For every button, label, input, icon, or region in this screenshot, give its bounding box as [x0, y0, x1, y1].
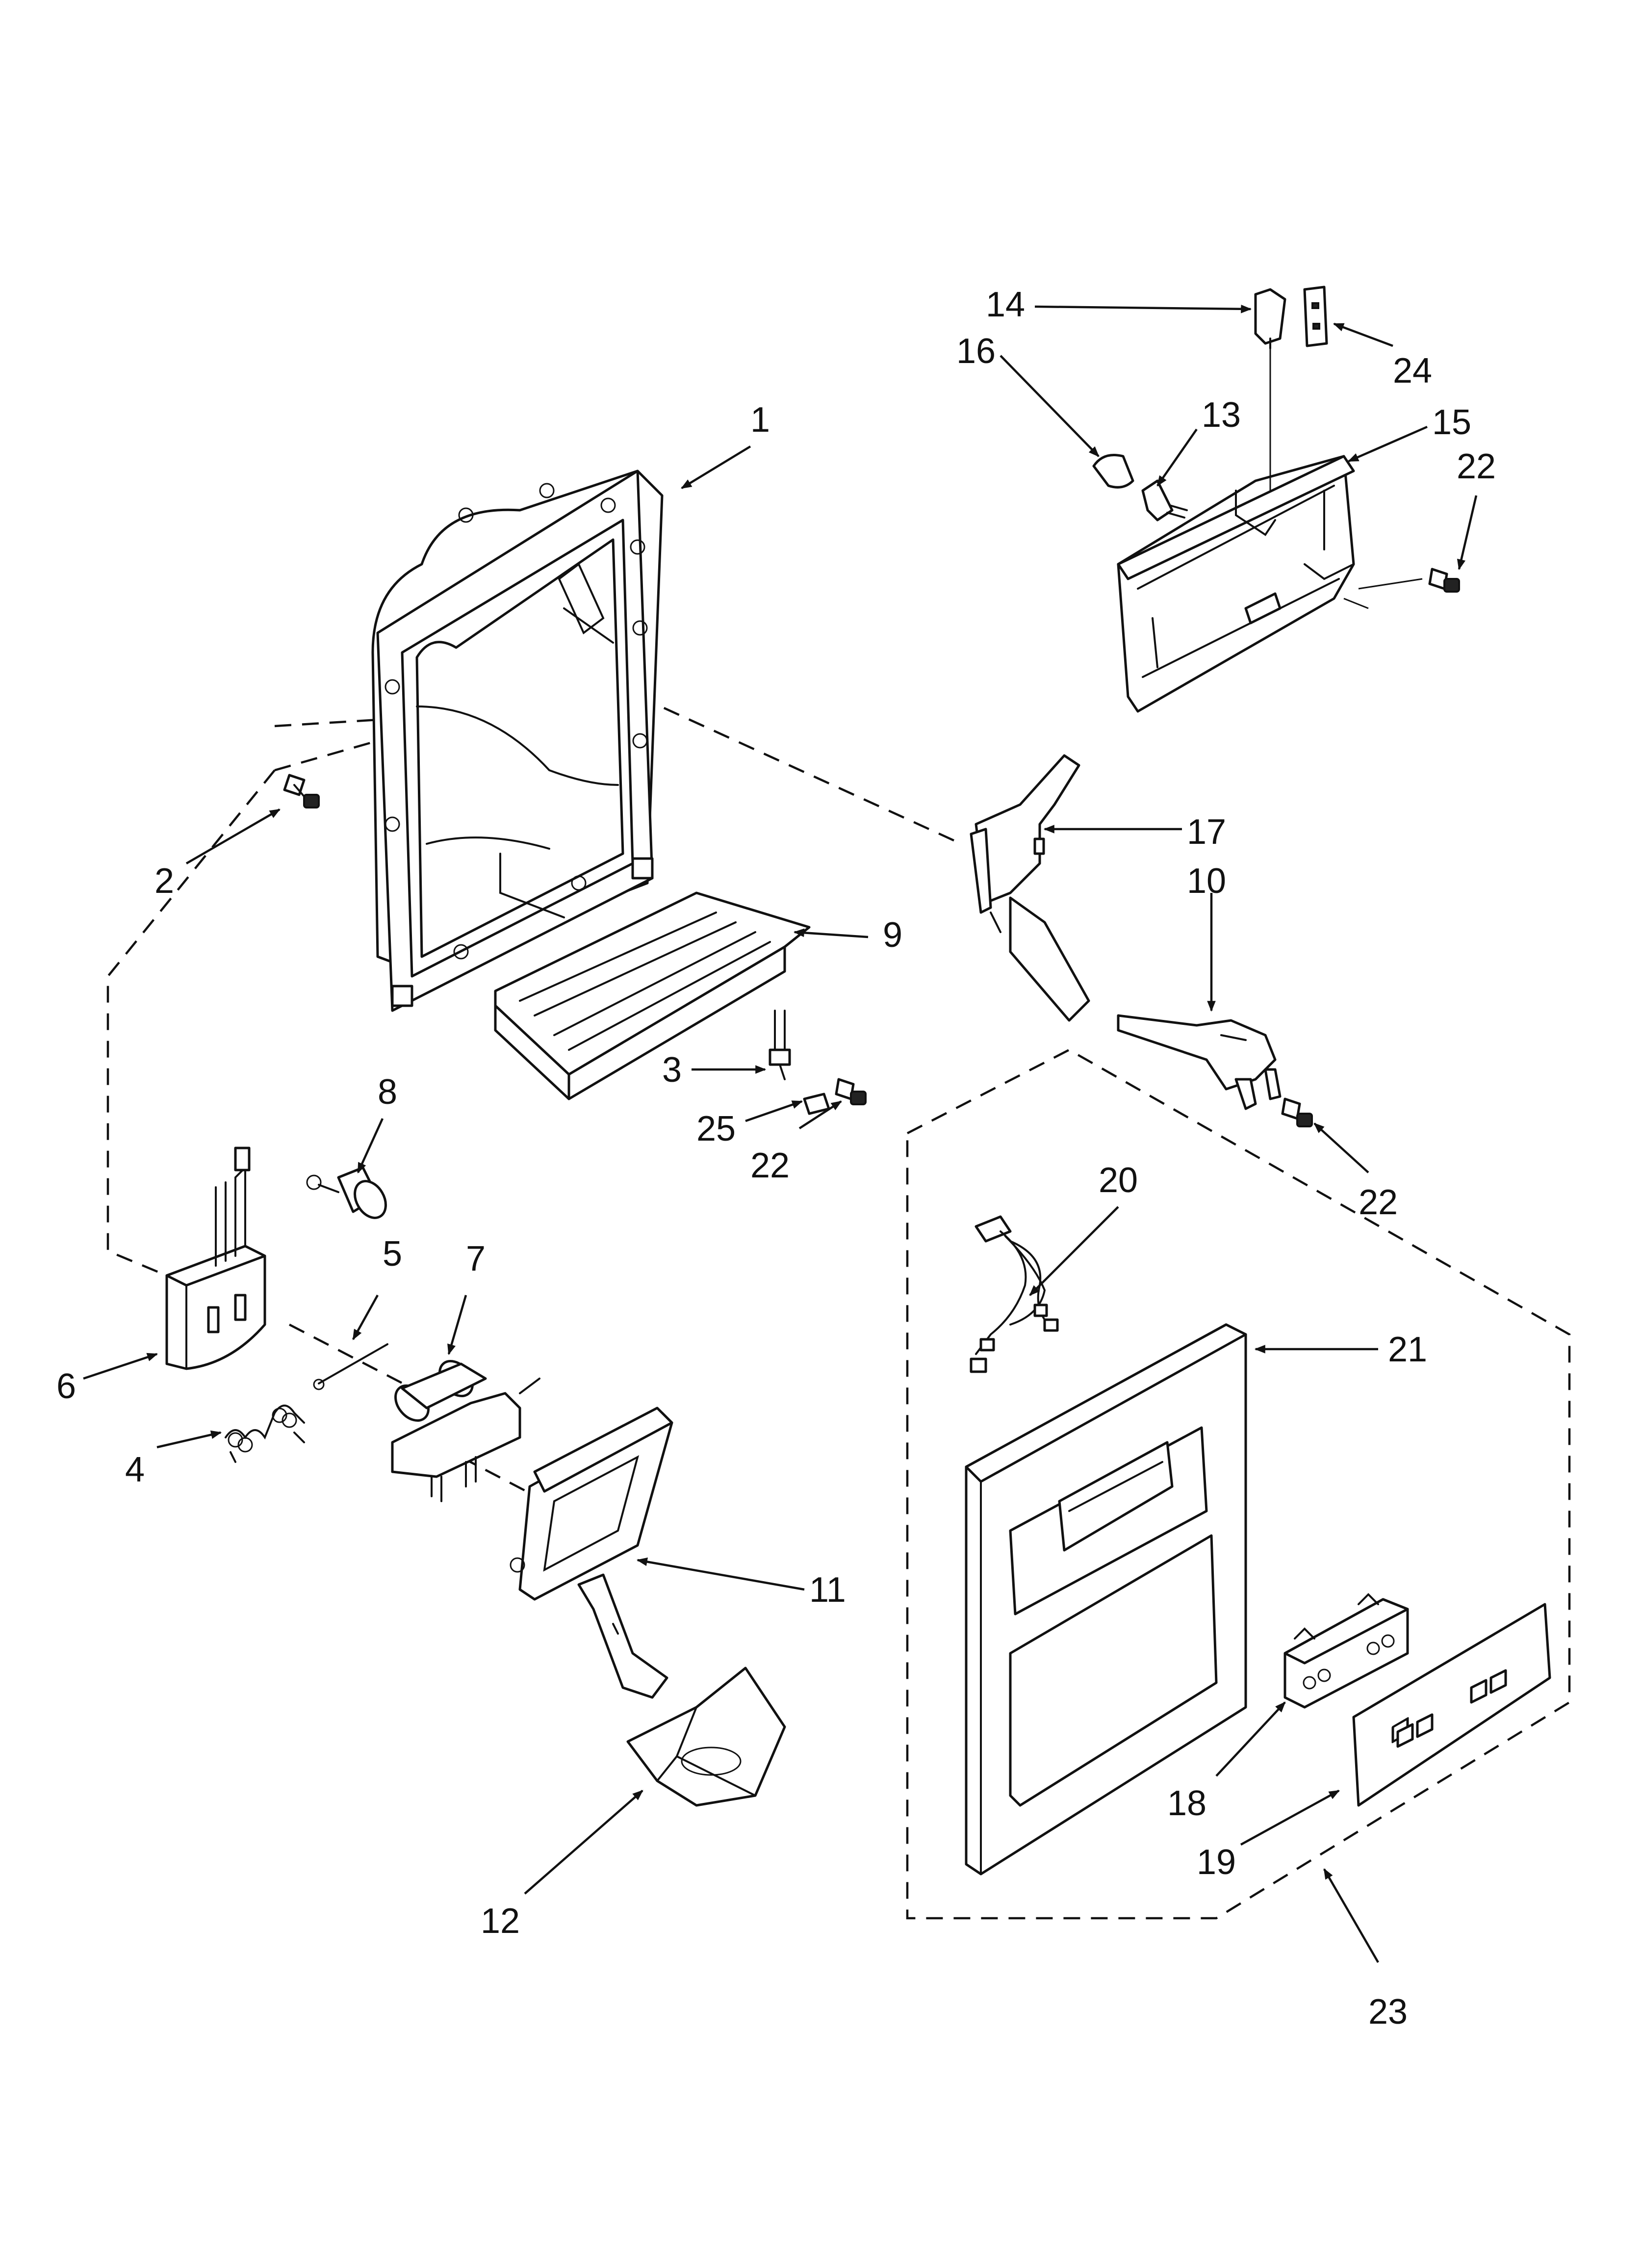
- clip-3[interactable]: [769, 1010, 791, 1080]
- callout-1[interactable]: 1: [750, 400, 770, 440]
- callout-21[interactable]: 21: [1388, 1330, 1427, 1369]
- callout-7[interactable]: 7: [466, 1239, 486, 1278]
- callout-19[interactable]: 19: [1197, 1843, 1236, 1882]
- callout-11[interactable]: 11: [809, 1570, 846, 1610]
- pin-5[interactable]: [313, 1343, 388, 1390]
- dispenser-housing[interactable]: [371, 469, 664, 1012]
- actuator-arm-11[interactable]: [510, 1407, 673, 1699]
- solenoid-6[interactable]: [165, 1147, 266, 1370]
- lever-arm-10[interactable]: [1117, 1014, 1282, 1110]
- callout-22-left[interactable]: 22: [750, 1146, 790, 1185]
- callout-13[interactable]: 13: [1202, 395, 1241, 435]
- callout-22-right[interactable]: 22: [1359, 1183, 1398, 1222]
- callout-12[interactable]: 12: [481, 1902, 520, 1941]
- callout-8[interactable]: 8: [378, 1072, 397, 1112]
- callout-4[interactable]: 4: [125, 1450, 145, 1489]
- screw-22-right[interactable]: [1281, 1097, 1313, 1127]
- lever-17[interactable]: [970, 754, 1090, 1022]
- callout-14[interactable]: 14: [986, 285, 1025, 324]
- leader-lines: [83, 304, 1478, 1963]
- callout-9[interactable]: 9: [883, 915, 902, 955]
- socket-13[interactable]: [1141, 479, 1188, 521]
- switch-14[interactable]: [1254, 288, 1286, 349]
- callout-22-top[interactable]: 22: [1457, 447, 1496, 486]
- front-panel-21[interactable]: [965, 1323, 1247, 1876]
- springs-4[interactable]: [225, 1405, 305, 1463]
- callout-24[interactable]: 24: [1393, 351, 1432, 391]
- callout-23[interactable]: 23: [1368, 1992, 1408, 2032]
- callout-16[interactable]: 16: [956, 332, 996, 371]
- screw-22-left[interactable]: [835, 1078, 867, 1105]
- ice-chute-12[interactable]: [626, 1667, 786, 1807]
- insulator-24[interactable]: [1303, 286, 1328, 347]
- solenoid-8[interactable]: [306, 1166, 392, 1224]
- bracket-15[interactable]: [1117, 314, 1355, 713]
- callout-15[interactable]: 15: [1432, 403, 1471, 442]
- light-bulb-16[interactable]: [1092, 454, 1134, 489]
- screw-22-top[interactable]: [1343, 568, 1460, 609]
- callout-3[interactable]: 3: [662, 1050, 682, 1090]
- callout-labels: 1 2 3 4 5 6 7 8 9 10 11 12 13 14 15 16 1…: [56, 285, 1496, 2032]
- callout-6[interactable]: 6: [56, 1367, 76, 1406]
- flapper-7[interactable]: [389, 1355, 540, 1502]
- callout-18[interactable]: 18: [1167, 1784, 1206, 1823]
- callout-2[interactable]: 2: [154, 861, 174, 901]
- control-overlay-19[interactable]: [1352, 1603, 1551, 1807]
- control-module-18[interactable]: [1283, 1593, 1409, 1709]
- callout-10[interactable]: 10: [1187, 861, 1226, 901]
- callout-17[interactable]: 17: [1187, 812, 1226, 852]
- dispenser-assembly-outline: [906, 1048, 1571, 1920]
- wire-harness-20[interactable]: [970, 1215, 1059, 1373]
- screw-2[interactable]: [283, 774, 320, 808]
- drip-tray[interactable]: [494, 891, 811, 1100]
- callout-25[interactable]: 25: [696, 1109, 736, 1148]
- callout-20[interactable]: 20: [1099, 1161, 1138, 1200]
- callout-5[interactable]: 5: [383, 1234, 402, 1274]
